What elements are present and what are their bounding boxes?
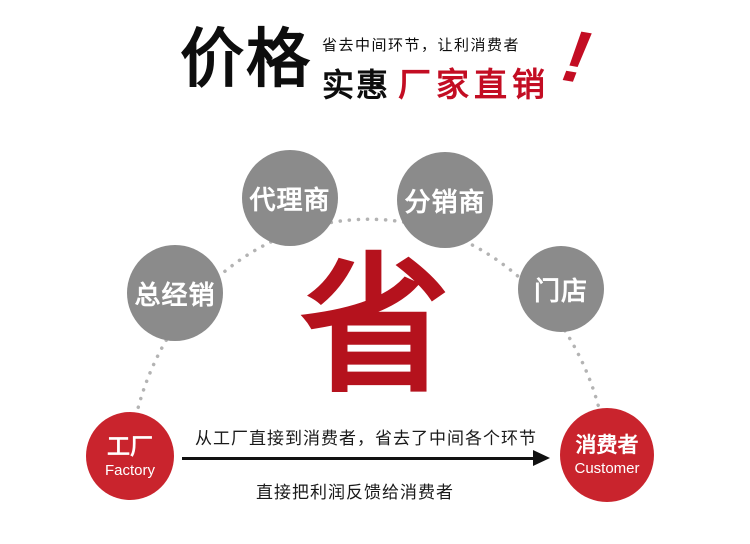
node-label: 门店 <box>533 275 588 306</box>
flow-arrow-head <box>533 450 550 466</box>
subtitle-row: 实惠 厂家直销 <box>322 58 550 106</box>
customer-node: 消费者 Customer <box>560 408 654 502</box>
save-character: 省 <box>299 242 450 410</box>
subtitle-black: 实惠 <box>322 67 391 103</box>
arc-path <box>128 217 609 454</box>
customer-label-cn: 消费者 <box>575 433 639 457</box>
tagline: 省去中间环节，让利消费者 <box>322 37 521 54</box>
page-title: 价格 <box>180 23 312 95</box>
factory-label-en: Factory <box>104 462 155 480</box>
factory-node: 工厂 Factory <box>86 412 174 500</box>
node-store: 门店 <box>518 246 604 332</box>
header: 价格 省去中间环节，让利消费者 实惠 厂家直销 ! <box>180 13 596 106</box>
node-general-distributor: 总经销 <box>127 245 223 341</box>
subtitle-red: 厂家直销 <box>398 66 551 103</box>
node-label: 分销商 <box>404 186 486 217</box>
header-right: 省去中间环节，让利消费者 实惠 厂家直销 <box>322 26 550 106</box>
factory-label-cn: 工厂 <box>107 432 153 459</box>
node-label: 代理商 <box>249 184 331 215</box>
flow-arrow-line <box>182 457 534 460</box>
node-label: 总经销 <box>134 279 216 310</box>
customer-label-en: Customer <box>574 460 640 478</box>
node-agent: 代理商 <box>242 150 338 246</box>
node-distributor: 分销商 <box>397 152 493 248</box>
arrow-caption-bottom: 直接把利润反馈给消费者 <box>256 483 454 502</box>
arrow-caption-top: 从工厂直接到消费者，省去了中间各个环节 <box>195 429 537 448</box>
